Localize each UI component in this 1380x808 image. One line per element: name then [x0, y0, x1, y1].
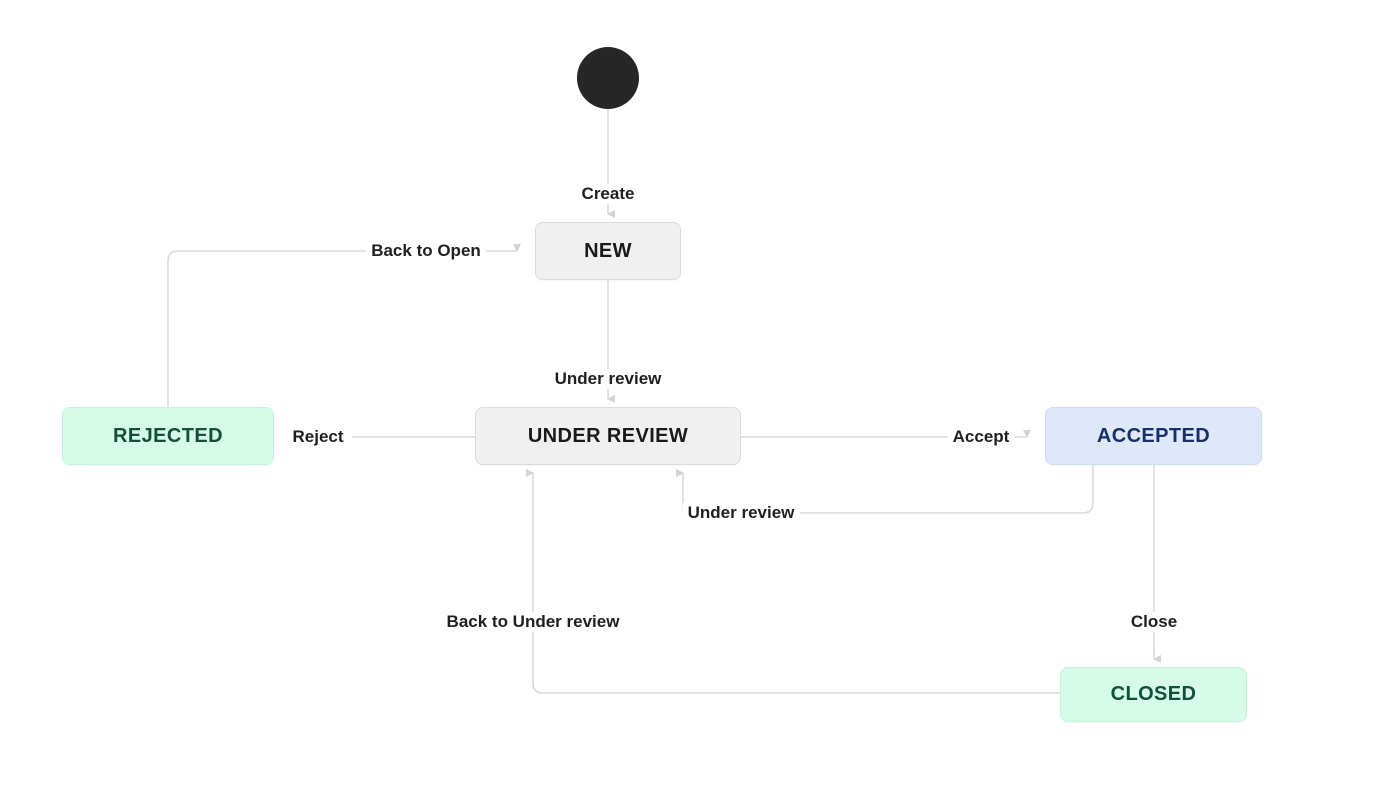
- edge-back-to-under-review: [526, 469, 1060, 694]
- start-state-node[interactable]: [577, 47, 639, 109]
- state-node-rejected-label: REJECTED: [113, 424, 223, 447]
- state-node-closed[interactable]: CLOSED: [1060, 667, 1247, 722]
- state-node-new-label: NEW: [584, 239, 632, 262]
- state-node-closed-label: CLOSED: [1110, 683, 1197, 705]
- state-node-under-review[interactable]: UNDER REVIEW: [475, 407, 741, 465]
- state-node-accepted[interactable]: ACCEPTED: [1045, 407, 1262, 465]
- edge-label-under-review-from-new: Under review: [549, 369, 667, 389]
- state-node-new[interactable]: NEW: [535, 222, 681, 280]
- edge-label-back-to-open: Back to Open: [366, 241, 486, 261]
- edge-label-reject: Reject: [287, 427, 349, 447]
- edge-back-to-open: [167, 244, 521, 407]
- state-node-accepted-label: ACCEPTED: [1096, 424, 1211, 447]
- state-node-under-review-label: UNDER REVIEW: [527, 424, 689, 447]
- edge-label-accept: Accept: [947, 427, 1015, 447]
- edge-label-create: Create: [576, 184, 640, 204]
- state-node-rejected[interactable]: REJECTED: [62, 407, 274, 465]
- edge-label-close: Close: [1125, 612, 1183, 632]
- edge-under-review-from-accepted: [676, 465, 1094, 514]
- edge-label-under-review-from-accepted: Under review: [682, 503, 800, 523]
- edge-label-back-to-under-review: Back to Under review: [441, 612, 625, 632]
